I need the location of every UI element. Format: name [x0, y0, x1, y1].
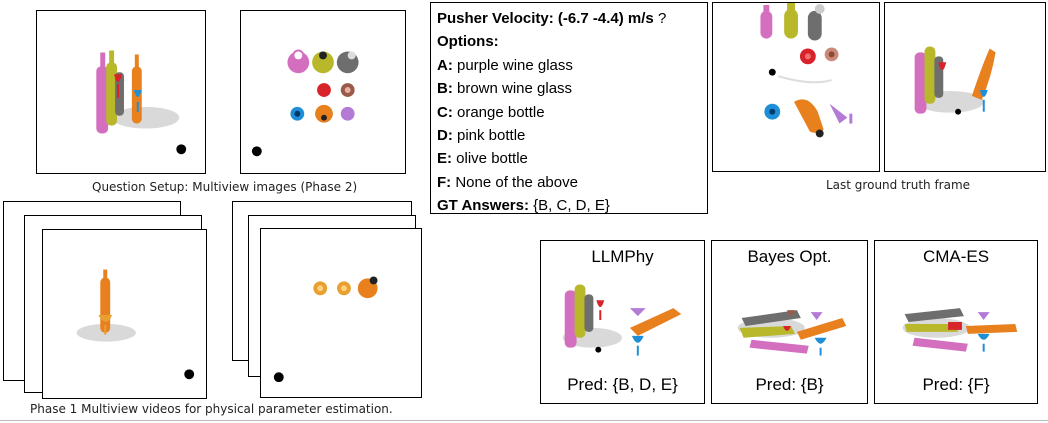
setup-caption: Question Setup: Multiview images (Phase …	[92, 180, 358, 194]
setup-top-view-image	[240, 10, 406, 174]
ground-truth-side-view-image	[884, 2, 1046, 172]
ground-truth-top-view-image	[712, 2, 880, 172]
velocity-suffix: ?	[653, 10, 667, 27]
prediction-panel-bayes-opt: Bayes Opt. Pred: {B}	[711, 240, 868, 404]
velocity-value: (-6.7 -4.4)	[557, 10, 624, 27]
velocity-label: Pusher Velocity:	[437, 10, 554, 27]
cma-es-prediction: Pred: {F}	[922, 375, 990, 394]
bottom-divider	[0, 420, 1048, 421]
velocity-line: Pusher Velocity: (-6.7 -4.4) m/s ?	[437, 7, 701, 30]
llmphy-prediction: Pred: {B, D, E}	[567, 375, 678, 394]
phase1-side-view-image	[42, 229, 207, 399]
llmphy-title: LLMPhy	[591, 247, 654, 266]
option-b: B: brown wine glass	[437, 80, 573, 98]
option-f: F: None of the above	[437, 173, 578, 191]
option-e: E: olive bottle	[437, 150, 528, 168]
question-box: Pusher Velocity: (-6.7 -4.4) m/s ? Optio…	[430, 2, 708, 214]
prediction-panel-llmphy: LLMPhy Pred: {B, D, E}	[540, 240, 705, 404]
bayes-opt-title: Bayes Opt.	[747, 247, 832, 266]
option-c: C: orange bottle	[437, 103, 545, 121]
gt-answers: GT Answers: {B, C, D, E}	[437, 197, 610, 215]
velocity-unit: m/s	[627, 10, 654, 27]
setup-side-view-image	[36, 10, 206, 174]
option-d: D: pink bottle	[437, 127, 526, 145]
options-label: Options:	[437, 33, 499, 51]
phase1-top-view-image	[260, 228, 422, 398]
ground-truth-caption: Last ground truth frame	[826, 178, 971, 192]
phase1-caption: Phase 1 Multiview videos for physical pa…	[30, 402, 393, 416]
option-a: A: purple wine glass	[437, 56, 573, 74]
cma-es-title: CMA-ES	[922, 247, 990, 266]
bayes-opt-prediction: Pred: {B}	[755, 375, 824, 394]
prediction-panel-cma-es: CMA-ES Pred: {F}	[874, 240, 1038, 404]
